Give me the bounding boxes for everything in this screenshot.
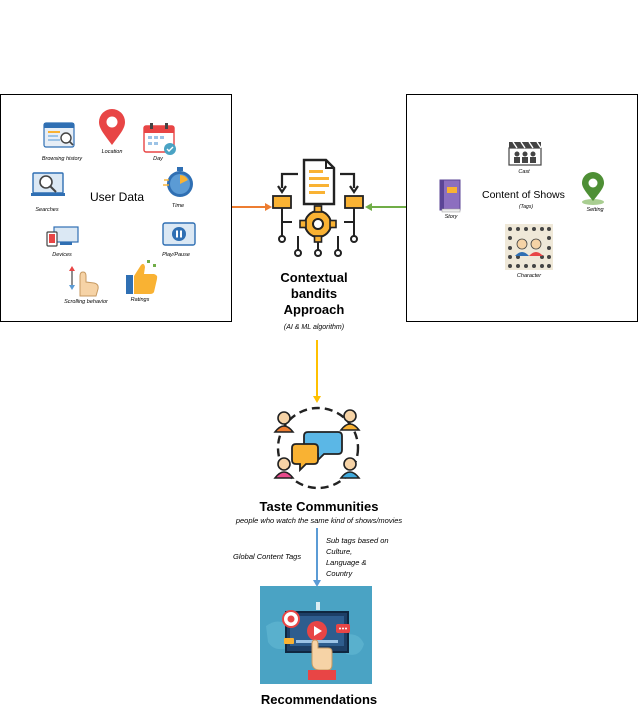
taste-communities-subtitle: people who watch the same kind of shows/… — [235, 516, 403, 525]
community-chat-icon — [273, 406, 361, 490]
algorithm-title-line2: bandits — [290, 286, 338, 301]
thumbs-up-icon — [126, 260, 158, 294]
ratings-label: Ratings — [130, 297, 150, 303]
algorithm-gear-document-icon — [272, 158, 364, 257]
stopwatch-icon — [163, 167, 193, 197]
sub-tags-label-line3: Language & — [326, 558, 367, 567]
recommendations-illustration — [260, 586, 372, 684]
location-pin-icon — [99, 109, 125, 145]
day-label: Day — [153, 156, 163, 162]
taste-communities-title: Taste Communities — [259, 499, 379, 514]
browsing-history-label: Browsing history — [41, 156, 83, 162]
devices-label: Devices — [52, 252, 72, 258]
cast-label: Cast — [518, 169, 530, 175]
content-of-shows-title: Content of Shows — [482, 189, 565, 201]
sub-tags-label-line2: Culture, — [326, 547, 353, 556]
scrolling-hand-icon — [69, 266, 99, 297]
play-pause-label: Play/Pause — [162, 252, 190, 258]
content-tags-subtitle: (Tags) — [519, 204, 533, 210]
scrolling-behavior-label: Scrolling behavior — [64, 299, 108, 305]
calendar-icon — [143, 123, 176, 155]
characters-grid-icon — [505, 224, 553, 270]
play-pause-icon — [162, 222, 196, 246]
user-data-title: User Data — [90, 190, 145, 204]
browsing-history-icon — [43, 122, 75, 148]
algorithm-title-line1: Contextual — [280, 270, 348, 285]
sub-tags-label-line1: Sub tags based on — [326, 536, 389, 545]
clapperboard-icon — [508, 141, 542, 166]
sub-tags-label-line4: Country — [326, 569, 353, 578]
setting-label: Setting — [586, 207, 604, 213]
algorithm-note: (AI & ML algorithm) — [283, 324, 345, 331]
map-pin-icon — [582, 172, 604, 205]
story-label: Story — [444, 214, 458, 220]
book-icon — [439, 179, 461, 213]
searches-label: Searches — [35, 207, 59, 213]
global-content-tags-label: Global Content Tags — [233, 552, 302, 561]
time-label: Time — [171, 203, 185, 209]
location-label: Location — [101, 149, 123, 155]
recommendations-title: Recommendations — [260, 692, 378, 707]
algorithm-title-line3: Approach — [283, 302, 345, 317]
search-monitor-icon — [31, 172, 65, 196]
character-label: Character — [516, 273, 542, 279]
devices-icon — [46, 226, 79, 247]
